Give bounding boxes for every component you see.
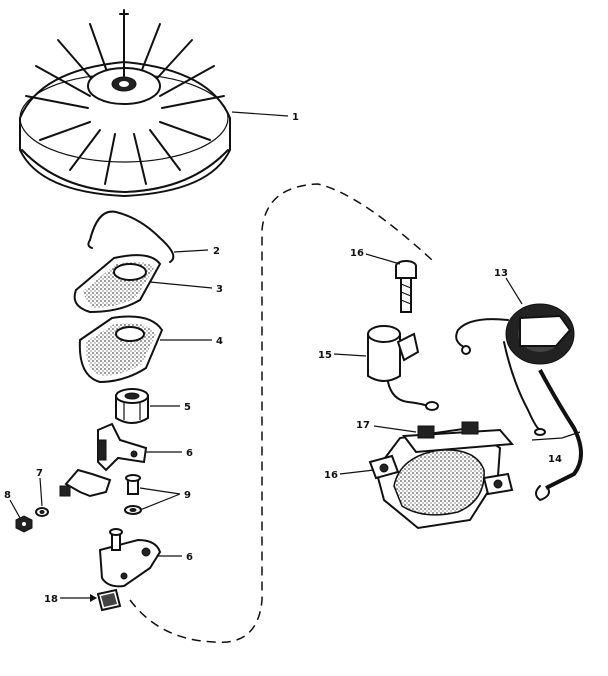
condenser [367, 325, 439, 411]
callout-14: 14 [548, 454, 562, 465]
callout-13: 13 [494, 268, 508, 279]
callout-4: 4 [216, 336, 223, 347]
callout-18: 18 [44, 594, 58, 605]
spring-clip [87, 210, 175, 263]
terminal-bracket [59, 468, 112, 498]
callout-1: 1 [292, 112, 299, 123]
callout-7: 7 [36, 468, 43, 479]
ignition-coil [455, 303, 575, 365]
callout-16b: 16 [324, 470, 338, 481]
callout-6b: 6 [186, 552, 193, 563]
callout-5: 5 [184, 402, 191, 413]
breaker-arm [97, 422, 148, 472]
breaker-cam [115, 388, 149, 424]
dust-cover [73, 254, 162, 314]
assembly-boundary [129, 183, 433, 644]
hex-nut [15, 515, 33, 533]
breaker-box [368, 421, 515, 530]
contact-plate [98, 528, 162, 588]
callout-3: 3 [216, 284, 223, 295]
washer [35, 507, 49, 517]
callout-9: 9 [184, 490, 191, 501]
callout-6a: 6 [186, 448, 193, 459]
callout-15: 15 [318, 350, 332, 361]
felt-wick [96, 588, 122, 612]
screw-and-washer [124, 474, 142, 515]
callout-17: 17 [356, 420, 370, 431]
callout-16a: 16 [350, 248, 364, 259]
callout-2: 2 [213, 246, 220, 257]
gasket [78, 315, 164, 384]
lead-wires [503, 341, 583, 501]
mounting-screw [395, 260, 417, 313]
flywheel [19, 9, 231, 198]
callout-8: 8 [4, 490, 11, 501]
